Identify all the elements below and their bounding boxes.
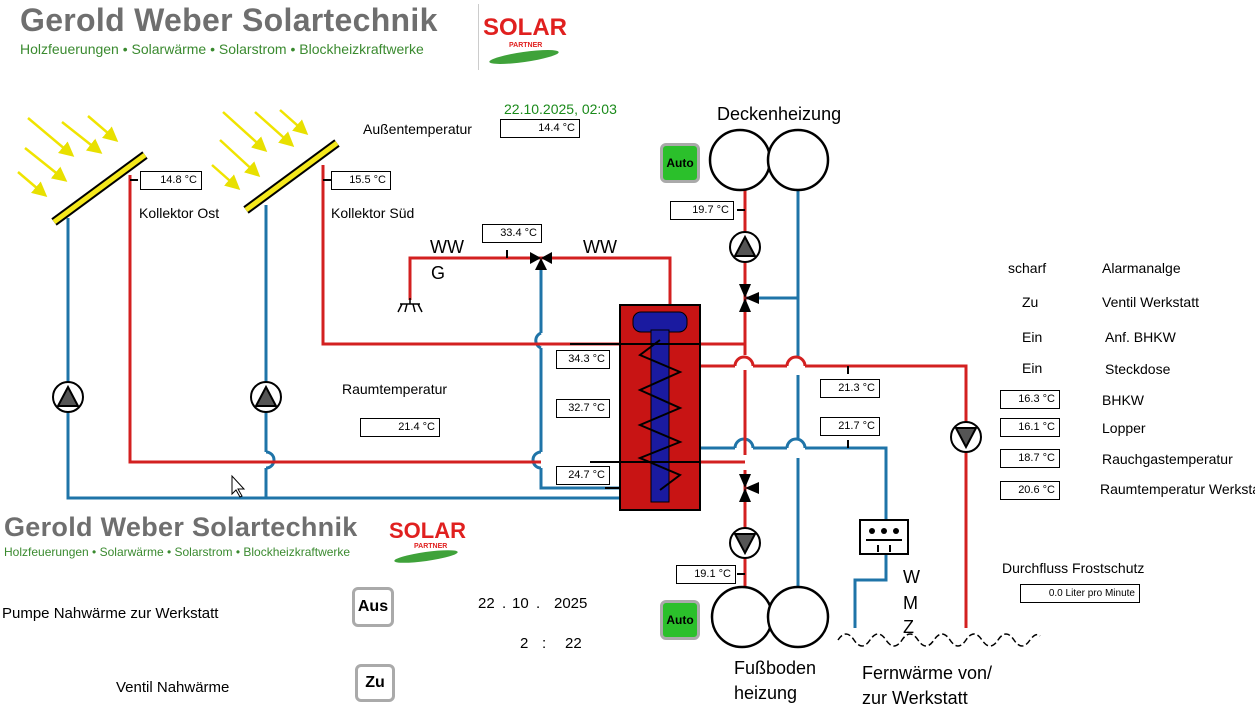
ceiling-temp: 19.7 °C	[670, 201, 734, 220]
floor-heat-exchanger	[710, 585, 774, 649]
solar-logo-text: SOLAR	[483, 14, 567, 41]
tank-temp-bottom: 24.7 °C	[556, 466, 610, 485]
flow-value: 0.0 Liter pro Minute	[1020, 584, 1140, 603]
header-logo: Gerold Weber Solartechnik Holzfeuerungen…	[20, 2, 438, 57]
ww-label-left: WW	[430, 237, 464, 257]
status-alarm-name: Alarmanalge	[1102, 260, 1181, 276]
room-temp-label: Raumtemperatur	[342, 381, 448, 397]
status-socket-state: Ein	[1022, 360, 1043, 376]
mixing-valve-ww	[530, 252, 552, 270]
sun-rays-east	[17, 115, 119, 197]
time-hour: 2	[520, 635, 529, 652]
footer-company-name: Gerold Weber Solartechnik	[4, 512, 358, 542]
district-heating-label-1: Fernwärme von/	[862, 663, 993, 683]
valve-label: Ventil Nahwärme	[116, 679, 230, 696]
sun-rays-south	[211, 109, 309, 190]
footer-solar-partner-logo: SOLAR PARTNER	[386, 508, 472, 568]
pipe-temp-upper: 21.3 °C	[820, 379, 880, 398]
temp-bhkw-value: 16.3 °C	[1000, 390, 1060, 409]
flow-label: Durchfluss Frostschutz	[1002, 560, 1145, 576]
date-sep-1: .	[502, 595, 507, 612]
three-way-valve-icon	[739, 284, 759, 502]
red-pipes	[128, 165, 968, 628]
pump-label: Pumpe Nahwärme zur Werkstatt	[2, 605, 219, 622]
wmz-letter-m: M	[903, 593, 918, 613]
mouse-cursor-icon	[231, 474, 246, 498]
ww-label-left-sub: G	[431, 263, 446, 283]
time-sep: :	[542, 635, 547, 652]
status-bhkw-state: Ein	[1022, 329, 1043, 345]
floor-heating-label-1: Fußboden	[734, 658, 817, 678]
company-name: Gerold Weber Solartechnik	[20, 2, 438, 38]
status-valve-state: Zu	[1022, 294, 1039, 310]
footer-company-tagline: Holzfeuerungen • Solarwärme • Solarstrom…	[4, 545, 351, 559]
room-temp-value: 21.4 °C	[360, 418, 440, 437]
solar-logo-sub: PARTNER	[509, 42, 543, 49]
ceiling-heating-label: Deckenheizung	[717, 104, 842, 124]
outside-temp-label: Außentemperatur	[363, 121, 472, 137]
collector-south-temp: 15.5 °C	[331, 171, 391, 190]
status-bhkw-name: Anf. BHKW	[1105, 329, 1176, 345]
solar-partner-logo: SOLAR PARTNER	[478, 4, 571, 70]
collector-east-label: Kollektor Ost	[139, 205, 220, 221]
district-heating-line	[837, 633, 1041, 647]
floor-auto-button[interactable]: Auto	[660, 600, 700, 640]
floor-heating-label-2: heizung	[734, 683, 798, 703]
temp-flue-value: 18.7 °C	[1000, 449, 1060, 468]
datetime: 22.10.2025, 02:03	[504, 101, 617, 117]
blue-pipes	[66, 168, 888, 628]
time-min: 22	[565, 635, 582, 652]
temp-workshop-value: 20.6 °C	[1000, 481, 1060, 500]
pipe-temp-lower: 21.7 °C	[820, 417, 880, 436]
temp-workshop-name: Raumtemperatur Werkstatt	[1100, 481, 1255, 497]
footer-logo: Gerold Weber Solartechnik Holzfeuerungen…	[4, 512, 358, 559]
tank-temp-top: 34.3 °C	[556, 350, 610, 369]
collector-east-temp: 14.8 °C	[140, 171, 202, 190]
date-sep-2: .	[536, 595, 541, 612]
wmz-letter-w: W	[903, 567, 920, 587]
temp-bhkw-name: BHKW	[1102, 392, 1144, 408]
outside-temp-value: 14.4 °C	[500, 119, 580, 138]
district-heating-label-2: zur Werkstatt	[862, 688, 968, 708]
pump-icon	[52, 231, 982, 559]
footer-solar-logo-sub: PARTNER	[414, 543, 448, 550]
ww-label-right: WW	[583, 237, 617, 257]
valve-toggle-button[interactable]: Zu	[355, 664, 395, 702]
date-day: 22	[478, 595, 495, 612]
tank-temp-mid: 32.7 °C	[556, 399, 610, 418]
footer-solar-logo-text: SOLAR	[389, 518, 466, 543]
temp-lopper-name: Lopper	[1102, 420, 1146, 436]
status-valve-name: Ventil Werkstatt	[1102, 294, 1200, 310]
temp-lopper-value: 16.1 °C	[1000, 418, 1060, 437]
date-year: 2025	[554, 595, 588, 612]
shower-icon	[397, 298, 423, 313]
status-alarm-state: scharf	[1008, 260, 1047, 276]
heat-meter-icon	[859, 519, 909, 555]
temp-flue-name: Rauchgastemperatur	[1102, 451, 1233, 467]
company-tagline: Holzfeuerungen • Solarwärme • Solarstrom…	[20, 41, 424, 57]
floor-temp: 19.1 °C	[676, 565, 736, 584]
ceiling-auto-button[interactable]: Auto	[660, 143, 700, 183]
ceiling-heat-exchanger	[708, 128, 772, 192]
date-month: 10	[512, 595, 529, 612]
wmz-letter-z: Z	[903, 617, 914, 637]
ww-mix-temp: 33.4 °C	[482, 224, 542, 243]
pump-toggle-button[interactable]: Aus	[352, 587, 394, 627]
collector-south-label: Kollektor Süd	[331, 205, 415, 221]
status-socket-name: Steckdose	[1105, 361, 1171, 377]
